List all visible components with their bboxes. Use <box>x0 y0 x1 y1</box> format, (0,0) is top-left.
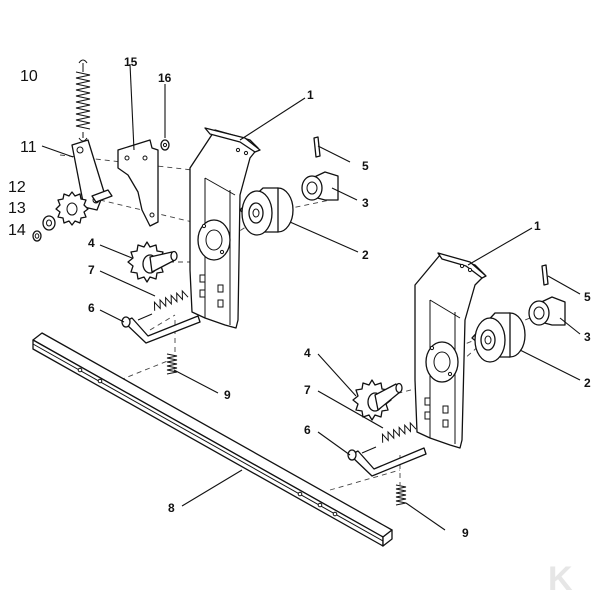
label-1-right: 1 <box>534 219 541 233</box>
side-bracket-part-1-right <box>414 252 487 449</box>
label-16: 16 <box>158 71 172 85</box>
label-2-right: 2 <box>584 376 591 390</box>
compression-spring-part-7-left <box>153 289 189 311</box>
label-3-left: 3 <box>362 196 369 210</box>
sprocket-part-4-left <box>127 241 178 283</box>
label-13: 13 <box>8 200 26 217</box>
sprocket-part-12 <box>55 191 89 226</box>
label-4-right: 4 <box>304 346 311 360</box>
leader-lines <box>41 63 581 531</box>
lever-arm-part-11 <box>71 139 113 211</box>
washer-part-13 <box>42 215 56 231</box>
label-5-left: 5 <box>362 159 369 173</box>
pulley-part-2-left <box>239 187 294 236</box>
label-12: 12 <box>8 179 26 196</box>
tension-spring-part-10 <box>75 59 91 142</box>
pulley-part-2-right <box>471 312 526 363</box>
side-bracket-part-1-left <box>189 127 261 329</box>
label-8: 8 <box>168 501 175 515</box>
key-pin-part-5-right <box>541 264 549 286</box>
bracket-plate-part-15 <box>117 139 159 227</box>
key-pin-part-5-left <box>313 136 321 158</box>
part-number-labels: 10 11 12 13 14 15 16 1 5 3 2 4 7 6 9 1 5… <box>8 55 591 540</box>
sprocket-part-4-right <box>352 379 403 421</box>
label-10: 10 <box>20 68 38 85</box>
lock-pin-part-6-left <box>121 313 201 344</box>
label-9-right: 9 <box>462 526 469 540</box>
lock-pin-part-6-right <box>347 446 427 477</box>
label-7-left: 7 <box>88 263 95 277</box>
label-2-left: 2 <box>362 248 369 262</box>
square-bar-part-8 <box>32 332 393 547</box>
label-15: 15 <box>124 55 138 69</box>
small-spring-part-9-left <box>166 353 178 375</box>
label-6-right: 6 <box>304 423 311 437</box>
label-6-left: 6 <box>88 301 95 315</box>
bearing-part-3-left <box>301 171 339 201</box>
nut-part-16 <box>160 139 170 151</box>
bearing-part-3-right <box>528 296 566 326</box>
small-spring-part-9-right <box>395 484 407 506</box>
label-9-left: 9 <box>224 388 231 402</box>
label-7-right: 7 <box>304 383 311 397</box>
label-5-right: 5 <box>584 290 591 304</box>
label-1-left: 1 <box>307 88 314 102</box>
brand-logo-letter: K <box>548 560 573 598</box>
label-14: 14 <box>8 222 26 239</box>
label-11: 11 <box>20 139 37 156</box>
label-4-left: 4 <box>88 236 95 250</box>
brand-logo-watermark: K <box>548 560 573 598</box>
compression-spring-part-7-right <box>381 421 417 443</box>
snap-ring-part-14 <box>32 230 42 242</box>
label-3-right: 3 <box>584 330 591 344</box>
